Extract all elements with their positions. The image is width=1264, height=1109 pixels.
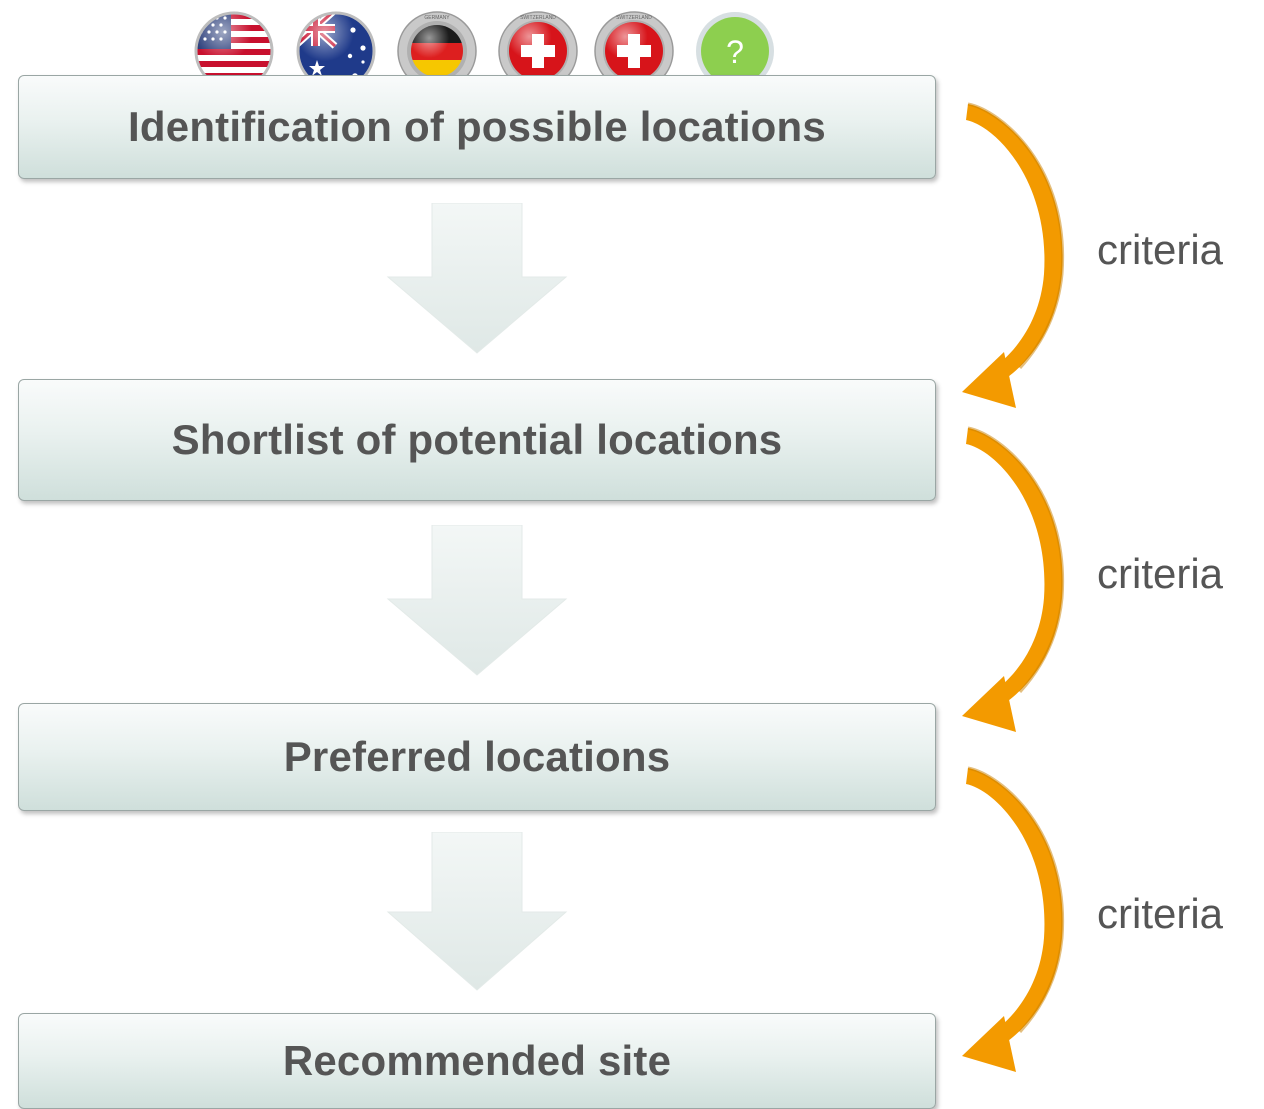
- badge-text: SWITZERLAND: [520, 15, 556, 21]
- stage-label: Recommended site: [282, 1037, 672, 1084]
- switzerland-flag-icon: SWITZERLAND: [594, 11, 674, 91]
- switzerland-flag-icon: SWITZERLAND: [498, 11, 578, 91]
- stage-label: Identification of possible locations: [128, 103, 826, 150]
- criteria-label: criteria: [1097, 226, 1224, 273]
- criteria-curved-arrow-icon: [962, 766, 1065, 1072]
- stage-label: Shortlist of potential locations: [171, 416, 783, 463]
- question-badge-icon: ?: [696, 12, 774, 90]
- down-arrow-icon: [386, 525, 568, 676]
- criteria-curved-arrow-icon: [962, 426, 1065, 732]
- down-arrow-icon: [386, 832, 568, 991]
- criteria-label: criteria: [1097, 890, 1224, 937]
- badge-text: SWITZERLAND: [616, 15, 652, 21]
- criteria-label: criteria: [1097, 550, 1224, 597]
- stage-identification: Identification of possible locations: [18, 75, 936, 179]
- question-mark-label: ?: [726, 34, 744, 70]
- down-arrow-icon: [386, 203, 568, 354]
- stage-preferred: Preferred locations: [18, 703, 936, 811]
- germany-flag-icon: GERMANY: [397, 11, 477, 91]
- badge-text: GERMANY: [424, 15, 450, 21]
- criteria-curved-arrow-icon: [962, 102, 1065, 408]
- stage-recommended: Recommended site: [18, 1013, 936, 1109]
- stage-shortlist: Shortlist of potential locations: [18, 379, 936, 501]
- stage-label: Preferred locations: [283, 733, 671, 780]
